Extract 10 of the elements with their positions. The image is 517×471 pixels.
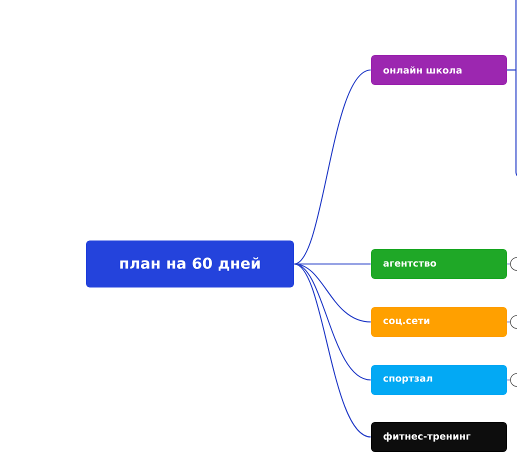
connector [294,69,371,264]
connector [294,263,371,381]
root-box: план на 60 дней [86,240,294,288]
topic-box: онлайн школа [371,55,507,85]
topic-box: агентство [371,249,507,279]
topic-box: фитнес-тренинг [371,422,507,452]
topic-box: спортзал [371,364,507,395]
connector [294,264,371,438]
topic-box: соц.сети [371,307,507,337]
connector [294,263,371,323]
